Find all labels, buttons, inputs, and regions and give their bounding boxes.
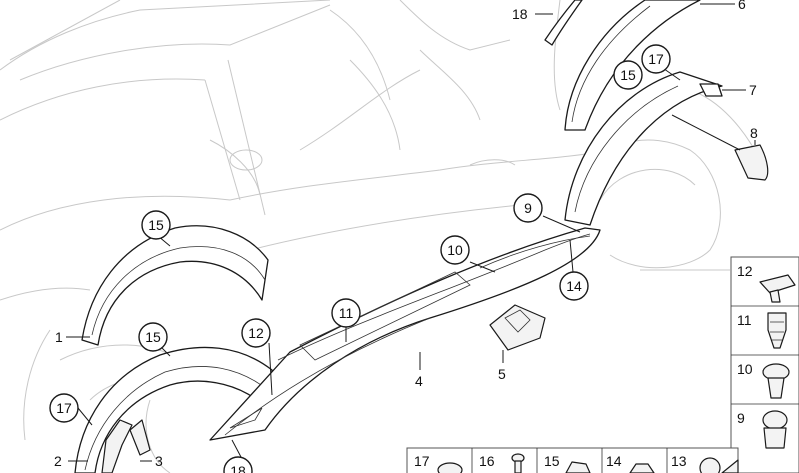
callout-14: 14 — [559, 271, 589, 301]
svg-text:9: 9 — [524, 200, 532, 216]
label-1: 1 — [55, 329, 63, 345]
part-3-trim-strip — [101, 419, 152, 473]
leader-14 — [569, 239, 574, 273]
svg-text:15: 15 — [620, 67, 636, 83]
part-7-wheel-arch — [564, 71, 746, 226]
part-5-jack-pad — [489, 304, 546, 363]
svg-text:16: 16 — [479, 453, 495, 469]
fastener-11-clip: 11 — [737, 312, 787, 349]
svg-text:11: 11 — [737, 312, 752, 328]
leader-12 — [268, 342, 273, 396]
svg-text:14: 14 — [606, 453, 622, 469]
bottom-fastener-row: 17 16 15 14 13 — [406, 447, 739, 473]
part-4-side-sill — [209, 227, 601, 441]
callout-17-top-right: 17 — [641, 44, 671, 74]
svg-text:11: 11 — [339, 305, 354, 321]
label-3: 3 — [155, 453, 163, 469]
fastener-10-rivet: 10 — [737, 361, 790, 399]
label-8: 8 — [750, 125, 758, 141]
label-5: 5 — [498, 366, 506, 382]
bottom-item-13: 13 — [671, 453, 739, 473]
svg-text:14: 14 — [566, 278, 582, 294]
label-6: 6 — [738, 0, 746, 12]
part-1-wheel-arch — [66, 225, 269, 346]
svg-text:17: 17 — [56, 400, 72, 416]
callout-15-top-right: 15 — [613, 60, 643, 90]
fastener-12-clip: 12 — [737, 263, 796, 303]
svg-text:17: 17 — [648, 51, 664, 67]
svg-text:10: 10 — [447, 242, 463, 258]
fastener-9-clip: 9 — [737, 410, 788, 449]
part-18-trim — [535, 0, 583, 46]
label-18-top: 18 — [512, 6, 528, 22]
leader-17-left — [77, 407, 93, 426]
svg-text:10: 10 — [737, 361, 753, 377]
car-body-ghost — [0, 0, 761, 473]
svg-text:18: 18 — [230, 463, 246, 473]
svg-text:15: 15 — [148, 217, 164, 233]
svg-text:17: 17 — [414, 453, 430, 469]
svg-text:12: 12 — [737, 263, 753, 279]
leader-10 — [469, 261, 496, 273]
callout-11: 11 — [331, 298, 361, 328]
callout-9: 9 — [513, 193, 543, 223]
part-6-wheel-arch-trim — [564, 0, 735, 131]
callout-18-bottom: 18 — [223, 456, 253, 473]
callout-10: 10 — [440, 235, 470, 265]
label-7: 7 — [749, 82, 757, 98]
callout-12: 12 — [241, 318, 271, 348]
svg-text:13: 13 — [671, 453, 687, 469]
bottom-item-16: 16 — [479, 453, 525, 473]
callout-15-left-lower: 15 — [138, 322, 168, 352]
label-4: 4 — [415, 373, 423, 389]
svg-text:12: 12 — [248, 325, 264, 341]
bottom-item-15: 15 — [544, 453, 591, 473]
part-2-wheel-arch-lower — [68, 346, 273, 473]
leader-18-bottom — [231, 439, 242, 458]
leader-9 — [542, 215, 581, 233]
bottom-item-17: 17 — [414, 453, 463, 473]
callout-15-left-upper: 15 — [141, 210, 171, 240]
label-2: 2 — [54, 453, 62, 469]
callout-17-left: 17 — [49, 393, 79, 423]
bottom-item-14: 14 — [606, 453, 655, 473]
part-8-mudflap — [671, 114, 769, 181]
svg-text:9: 9 — [737, 410, 745, 426]
fastener-panel: 12 11 10 9 — [730, 256, 799, 473]
svg-text:15: 15 — [145, 329, 161, 345]
svg-text:15: 15 — [544, 453, 560, 469]
